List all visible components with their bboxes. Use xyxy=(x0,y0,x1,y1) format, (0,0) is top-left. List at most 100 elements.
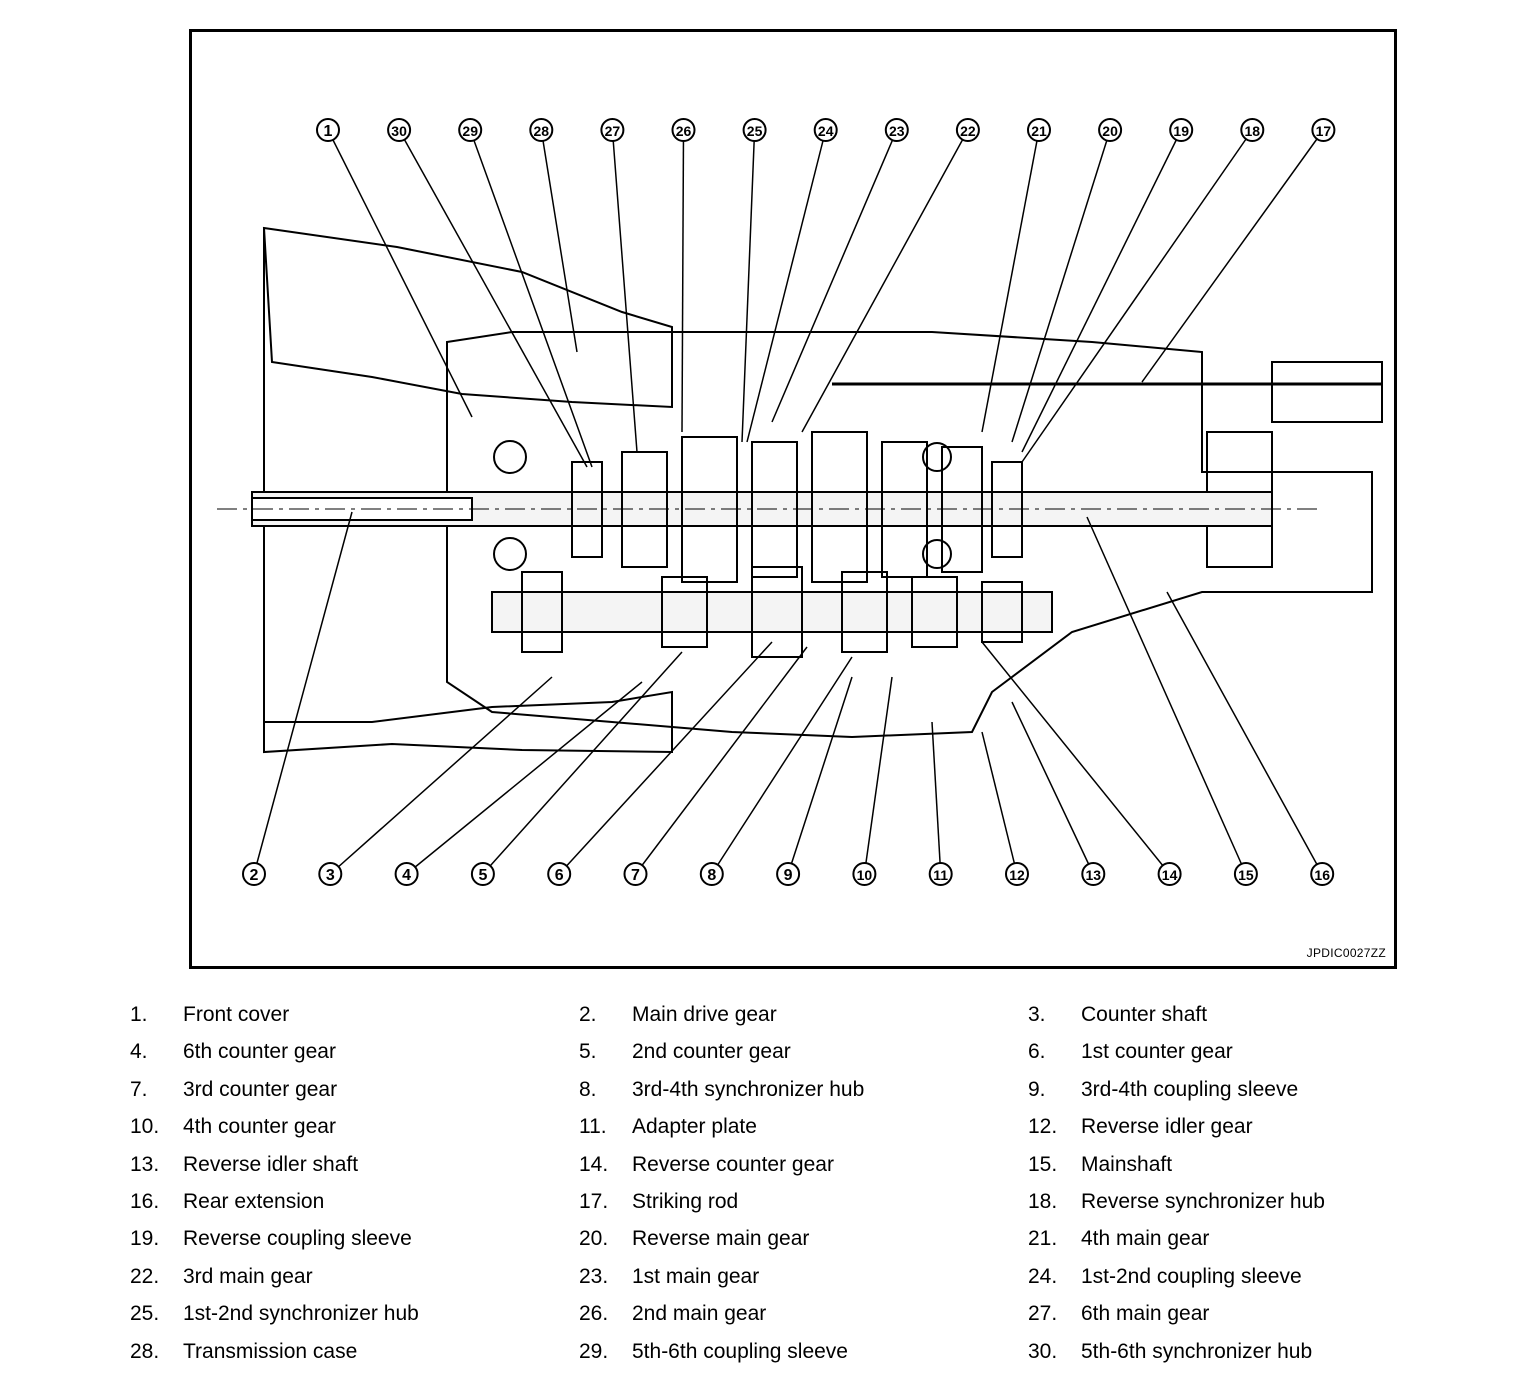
callout-circle xyxy=(1311,118,1336,142)
callout-marker: 6 xyxy=(547,862,572,886)
callout-marker: 25 xyxy=(742,118,767,142)
callout-circle xyxy=(671,118,696,142)
legend-number: 5. xyxy=(579,1040,597,1064)
callout-circle xyxy=(600,118,625,142)
leader-line xyxy=(329,676,553,875)
legend-label: 1st counter gear xyxy=(1081,1040,1233,1064)
bell-housing xyxy=(262,226,673,409)
callout-marker: 3 xyxy=(318,862,343,886)
callout-number: 12 xyxy=(1009,867,1025,883)
leader-lines xyxy=(253,129,1325,875)
legend-number: 27. xyxy=(1028,1302,1058,1326)
leader-line xyxy=(746,129,827,443)
callout-number: 6 xyxy=(555,867,564,884)
legend-label: Reverse idler shaft xyxy=(183,1152,359,1176)
callout-marker: 20 xyxy=(1098,118,1123,142)
legend-number: 28. xyxy=(130,1339,160,1363)
callout-number: 21 xyxy=(1031,123,1047,139)
leader-line xyxy=(787,676,853,875)
leader-line xyxy=(981,129,1040,433)
bell-housing-lower xyxy=(263,690,673,754)
leader-line xyxy=(253,511,353,875)
legend-label: 4th main gear xyxy=(1081,1227,1210,1251)
callout-number: 1 xyxy=(324,123,333,140)
callout-circle xyxy=(1027,118,1051,142)
legend-label: 3rd-4th synchronizer hub xyxy=(632,1077,865,1101)
leader-line xyxy=(1021,129,1182,453)
legend-number: 3. xyxy=(1028,1003,1046,1026)
legend-number: 1. xyxy=(130,1003,148,1026)
legend-number: 2. xyxy=(579,1003,597,1026)
callout-number: 11 xyxy=(933,867,948,883)
legend-label: Striking rod xyxy=(632,1190,739,1213)
callout-marker: 26 xyxy=(671,118,696,142)
legend-number: 7. xyxy=(130,1077,148,1101)
callout-marker: 29 xyxy=(458,118,483,142)
counter-gears xyxy=(521,566,1023,658)
leader-line xyxy=(1086,516,1247,875)
callout-circle xyxy=(1098,118,1123,142)
legend-label: 3rd-4th coupling sleeve xyxy=(1081,1077,1299,1101)
callout-number: 17 xyxy=(1316,123,1332,139)
leader-line xyxy=(1166,591,1323,875)
legend-number: 17. xyxy=(579,1190,609,1213)
callout-marker: 4 xyxy=(394,862,419,886)
legend-number: 16. xyxy=(130,1190,160,1213)
callout-number: 24 xyxy=(818,123,834,139)
leader-line xyxy=(540,129,578,353)
callout-circle xyxy=(1169,118,1194,142)
legend-label: 4th counter gear xyxy=(183,1115,336,1139)
callout-marker: 8 xyxy=(699,862,724,886)
callout-circle xyxy=(1310,862,1335,886)
legend-label: 2nd main gear xyxy=(632,1302,767,1326)
figure-reference-code: JPDIC0027ZZ xyxy=(1306,946,1386,960)
legend-label: Front cover xyxy=(183,1003,290,1026)
callout-circle xyxy=(394,862,419,886)
legend-number: 19. xyxy=(130,1227,160,1251)
callout-number: 23 xyxy=(889,123,905,139)
callout-number: 7 xyxy=(631,867,640,884)
legend-label: 1st-2nd synchronizer hub xyxy=(183,1302,419,1326)
legend-number: 12. xyxy=(1028,1115,1058,1139)
callout-circle xyxy=(458,118,483,142)
leader-line xyxy=(801,129,969,433)
callout-circle xyxy=(1240,118,1265,142)
legend-label: Counter shaft xyxy=(1081,1003,1208,1026)
legend-label: Reverse coupling sleeve xyxy=(183,1227,412,1251)
legend-label: Reverse synchronizer hub xyxy=(1081,1190,1325,1213)
callout-number: 10 xyxy=(857,867,873,883)
callout-circle xyxy=(742,118,767,142)
callout-circle xyxy=(884,118,909,142)
callout-number: 8 xyxy=(707,867,716,884)
leader-line xyxy=(558,641,773,875)
legend-label: Mainshaft xyxy=(1081,1152,1173,1176)
leader-line xyxy=(634,646,808,875)
legend-label: 6th counter gear xyxy=(183,1040,336,1064)
callout-marker: 17 xyxy=(1311,118,1336,142)
callout-circle xyxy=(1157,862,1182,886)
callout-number: 13 xyxy=(1086,867,1102,883)
callout-circle xyxy=(316,118,340,142)
callout-circle xyxy=(813,118,838,142)
transmission-body xyxy=(217,226,1383,754)
legend-label: 2nd counter gear xyxy=(632,1040,791,1064)
legend-number: 15. xyxy=(1028,1152,1058,1176)
legend-label: 1st-2nd coupling sleeve xyxy=(1081,1264,1302,1288)
legend-number: 20. xyxy=(579,1227,609,1251)
leader-line xyxy=(771,129,898,423)
leader-line xyxy=(981,731,1018,875)
callout-circle xyxy=(1233,862,1258,886)
callout-number: 27 xyxy=(605,123,621,139)
callout-marker: 28 xyxy=(529,118,554,142)
legend-label: 1st main gear xyxy=(632,1264,760,1288)
legend-number: 14. xyxy=(579,1152,609,1176)
legend-number: 30. xyxy=(1028,1339,1058,1363)
leader-line xyxy=(1141,129,1325,383)
legend-number: 9. xyxy=(1028,1077,1046,1101)
legend-number: 4. xyxy=(130,1040,148,1064)
callout-marker: 13 xyxy=(1081,862,1106,886)
legend-number: 13. xyxy=(130,1152,160,1176)
callout-number: 3 xyxy=(326,867,335,884)
